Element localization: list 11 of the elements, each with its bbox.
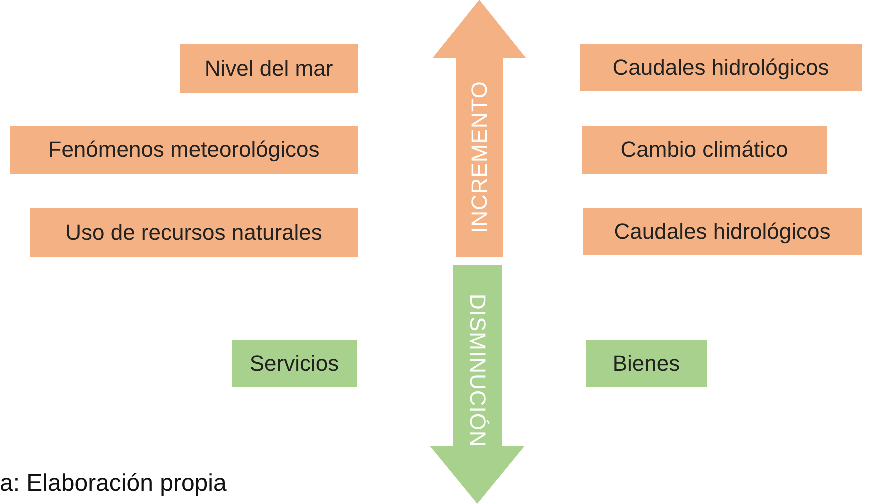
arrow-label: INCREMENTO <box>466 81 492 234</box>
label-box: Caudales hidrológicos <box>580 44 862 91</box>
label-box: Uso de recursos naturales <box>30 208 358 257</box>
source-note: a: Elaboración propia <box>0 470 227 498</box>
label-box: Fenómenos meteorológicos <box>10 126 358 174</box>
label-box: Servicios <box>232 340 357 387</box>
label-box: Cambio climático <box>582 126 827 174</box>
label-box: Caudales hidrológicos <box>583 208 862 255</box>
label-box: Nivel del mar <box>180 44 358 93</box>
arrow-label: DISMINUCIÓN <box>464 294 490 448</box>
label-box: Bienes <box>586 340 707 387</box>
